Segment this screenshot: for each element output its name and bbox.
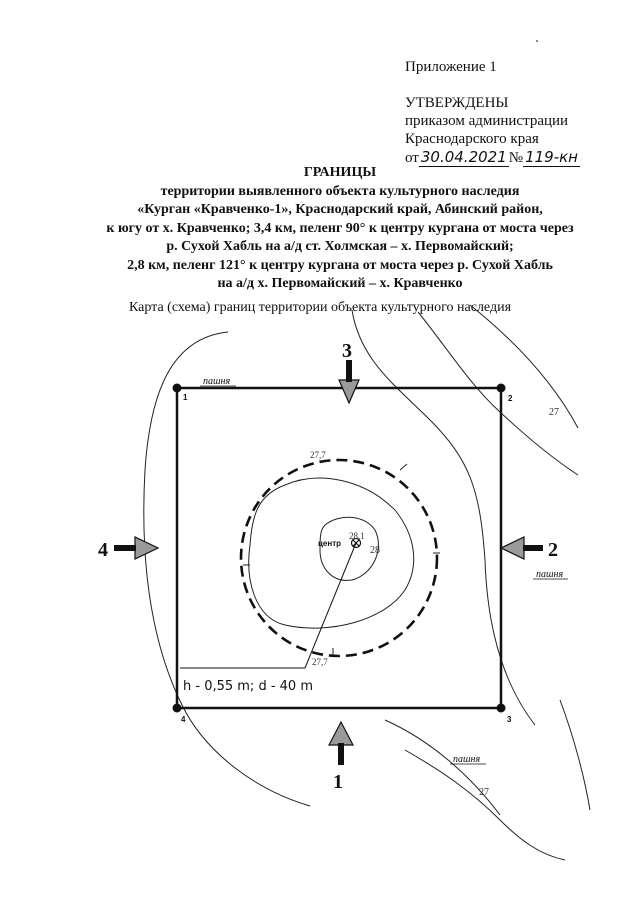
- number-sign: №: [508, 150, 524, 166]
- contour-right: [417, 311, 579, 476]
- map-caption: Карта (схема) границ территории объекта …: [128, 300, 512, 315]
- field-label-top: пашня: [203, 376, 231, 387]
- title-line-6: на а/д х. Первомайский – х. Кравченко: [217, 276, 463, 291]
- view-arrow-north: 3: [338, 340, 360, 405]
- corner-point-2: [496, 383, 506, 393]
- handwritten-date: 30.04.2021: [418, 148, 509, 167]
- contour-outer-left: [143, 331, 311, 807]
- contour-label-bottom: 27,7: [312, 657, 328, 667]
- handwritten-number: 119-кн: [523, 148, 580, 167]
- contour-bottom-mid: [384, 719, 501, 816]
- view-arrow-south: 1: [328, 720, 354, 793]
- field-label-bottom: пашня: [453, 754, 481, 765]
- center-marker: центр: [318, 537, 362, 549]
- contour-mid: [351, 309, 536, 726]
- order-line-1: приказом администрации: [405, 113, 569, 129]
- contour-peak: [319, 516, 379, 581]
- approved-label: УТВЕРЖДЕНЫ: [405, 95, 509, 111]
- title-line-2: «Курган «Кравченко-1», Краснодарский кра…: [137, 202, 543, 217]
- view-arrow-west: 4: [98, 536, 160, 561]
- contour-inner: [248, 477, 415, 629]
- contour-label-27-bottom: 27: [479, 787, 489, 798]
- scan-speck: [536, 40, 538, 42]
- corner-label-2: 2: [508, 394, 513, 403]
- corner-point-4: [172, 703, 182, 713]
- arrow-label-east: 2: [548, 539, 558, 561]
- measure-leader-line: [180, 542, 357, 669]
- contour-label-27-top: 27: [549, 407, 559, 418]
- corner-label-1: 1: [183, 393, 188, 402]
- field-label-right: пашня: [536, 569, 564, 580]
- object-boundary-circle: [239, 458, 439, 658]
- title-line-4: р. Сухой Хабль на а/д ст. Холмская – х. …: [166, 239, 514, 254]
- order-line-2: Краснодарского края: [405, 131, 539, 147]
- approval-block: Приложение 1 УТВЕРЖДЕНЫ приказом админис…: [405, 58, 580, 167]
- corner-points: [172, 383, 506, 713]
- corner-label-4: 4: [181, 715, 186, 724]
- date-prefix: от: [405, 150, 419, 166]
- contour-bottom-right: [404, 749, 566, 861]
- document-title: ГРАНИЦЫ территории выявленного объекта к…: [60, 164, 620, 294]
- corner-point-3: [496, 703, 506, 713]
- title-heading: ГРАНИЦЫ: [303, 165, 377, 180]
- corner-label-3: 3: [507, 715, 512, 724]
- view-arrow-east: 2: [499, 536, 558, 561]
- appendix-label: Приложение 1: [405, 59, 497, 75]
- arrow-label-west: 4: [98, 539, 108, 561]
- arrow-label-south: 1: [333, 771, 343, 793]
- title-line-1: территории выявленного объекта культурно…: [160, 183, 520, 199]
- contour-ticks: [243, 463, 440, 656]
- title-line-3: к югу от х. Кравченко; 3,4 км, пеленг 90…: [106, 220, 574, 236]
- corner-point-1: [172, 383, 182, 393]
- contour-label-top: 27,7: [310, 450, 326, 460]
- measure-label: h - 0,55 m; d - 40 m: [183, 679, 313, 694]
- boundary-square: [175, 386, 503, 710]
- arrow-label-north: 3: [342, 340, 352, 362]
- contour-top-right: [469, 304, 579, 429]
- center-label: центр: [318, 539, 341, 548]
- contour-right-inner: [559, 699, 591, 811]
- title-line-5: 2,8 км, пеленг 121° к центру кургана от …: [127, 257, 553, 273]
- elevation-label-peak: 28: [370, 545, 380, 556]
- elevation-label-top: 28,1: [349, 531, 365, 541]
